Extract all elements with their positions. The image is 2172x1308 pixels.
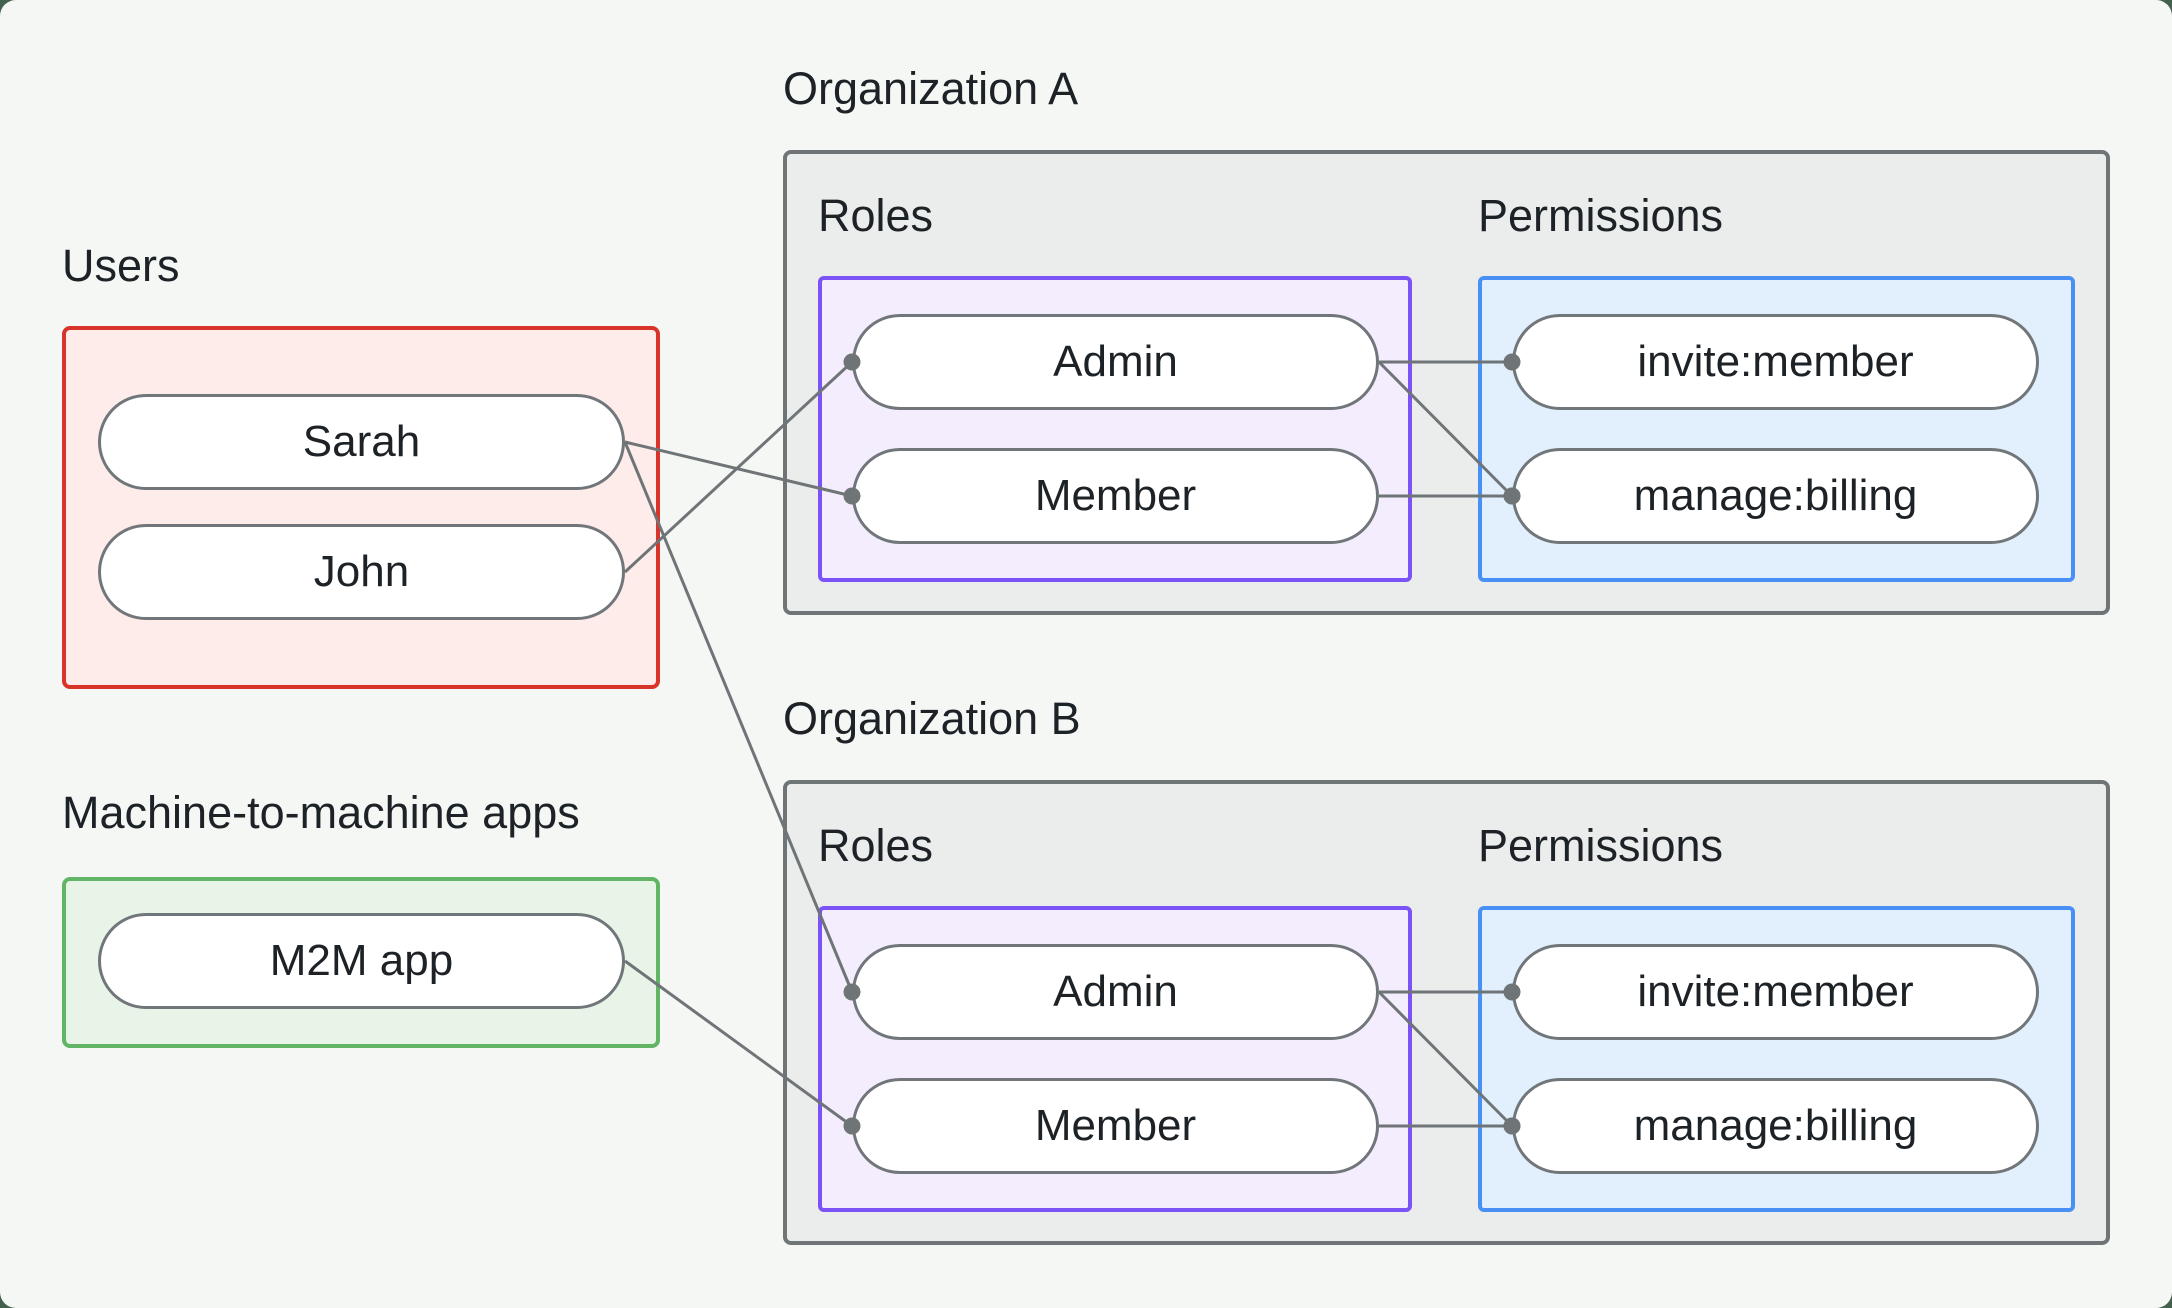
- org-a-roles-label: Roles: [818, 190, 934, 241]
- org-b-permission-node-manage-billing-label: manage:billing: [1633, 1101, 1918, 1150]
- org-b-permission-node-manage-billing: manage:billing: [1512, 1078, 2039, 1174]
- org-b-role-node-member: Member: [852, 1078, 1379, 1174]
- org-a-permission-node-invite-member: invite:member: [1512, 314, 2039, 410]
- org-b-permission-node-invite-member: invite:member: [1512, 944, 2039, 1040]
- user-node-sarah: Sarah: [98, 394, 625, 490]
- users-group-box: [62, 326, 660, 689]
- org-a-role-node-member-label: Member: [1034, 471, 1197, 520]
- org-a-permission-node-manage-billing-label: manage:billing: [1633, 471, 1918, 520]
- m2m-app-node-label: M2M app: [269, 936, 454, 985]
- users-group-label: Users: [62, 240, 180, 291]
- org-a-permission-node-manage-billing: manage:billing: [1512, 448, 2039, 544]
- org-a-title: Organization A: [783, 63, 1079, 114]
- org-b-role-node-member-label: Member: [1034, 1101, 1197, 1150]
- org-a-role-node-admin: Admin: [852, 314, 1379, 410]
- m2m-group-label: Machine-to-machine apps: [62, 787, 580, 838]
- user-node-sarah-label: Sarah: [302, 417, 421, 466]
- org-a-permissions-label: Permissions: [1478, 190, 1724, 241]
- org-b-role-node-admin: Admin: [852, 944, 1379, 1040]
- org-b-role-node-admin-label: Admin: [1053, 967, 1178, 1016]
- user-node-john-label: John: [313, 547, 410, 596]
- org-b-permission-node-invite-member-label: invite:member: [1637, 967, 1914, 1016]
- org-a-permission-node-invite-member-label: invite:member: [1637, 337, 1914, 386]
- m2m-app-node: M2M app: [98, 913, 625, 1009]
- org-b-permissions-label: Permissions: [1478, 820, 1724, 871]
- org-a-role-node-admin-label: Admin: [1053, 337, 1178, 386]
- user-node-john: John: [98, 524, 625, 620]
- org-b-roles-label: Roles: [818, 820, 934, 871]
- org-a-role-node-member: Member: [852, 448, 1379, 544]
- org-b-title: Organization B: [783, 693, 1081, 744]
